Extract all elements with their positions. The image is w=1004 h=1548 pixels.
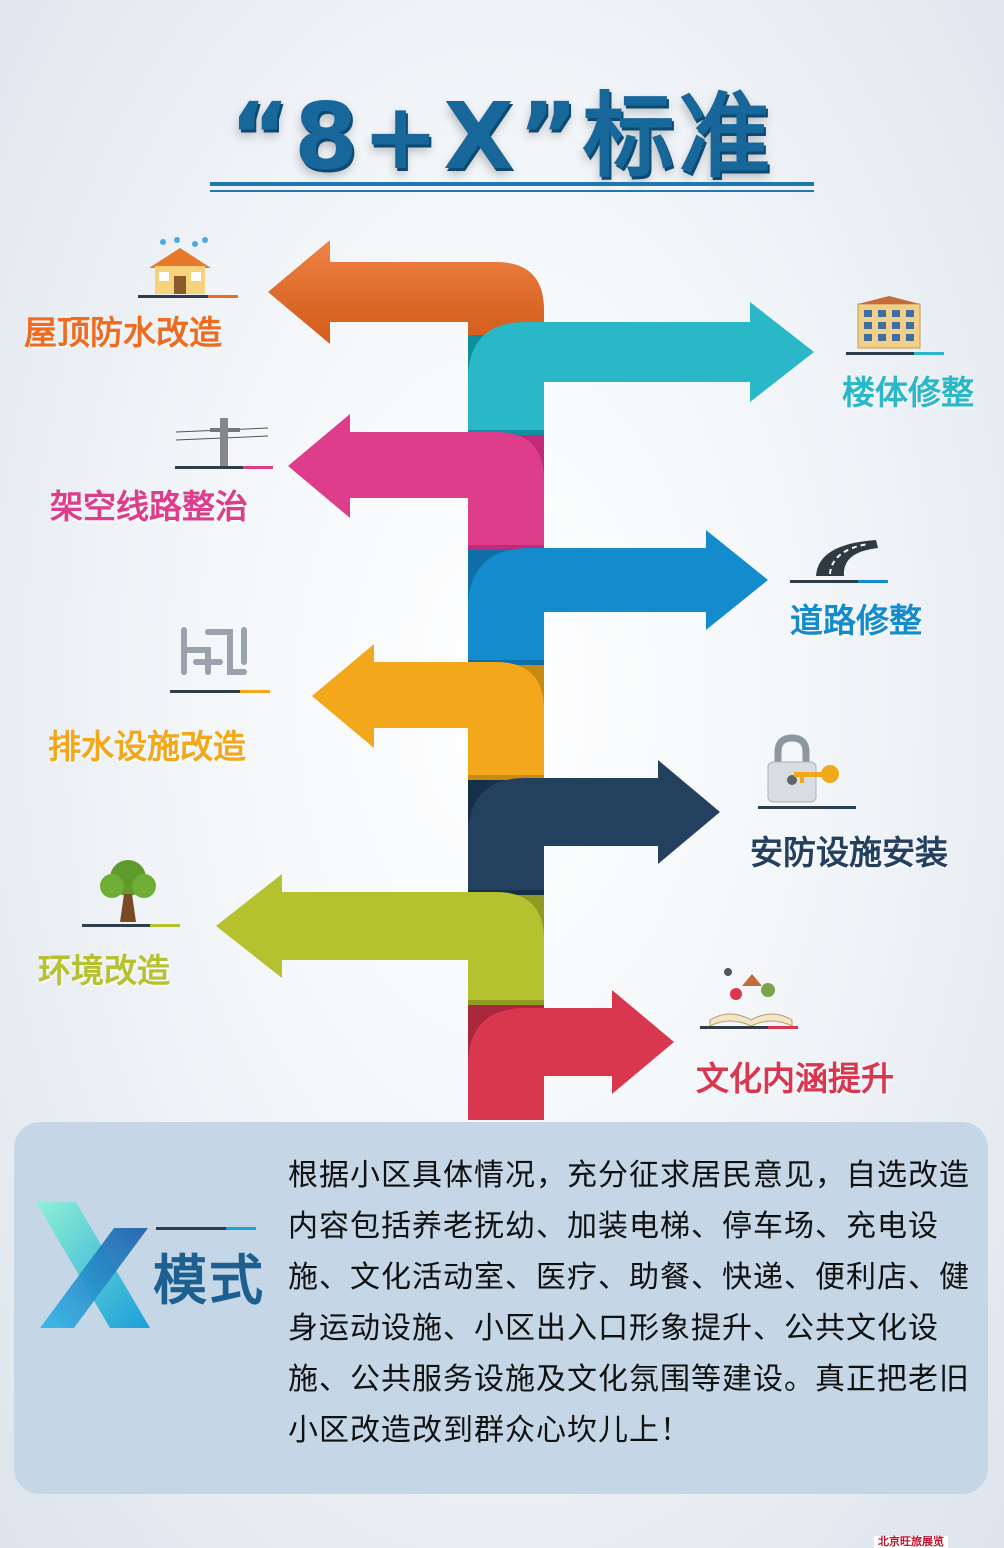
arrow-building-repair	[468, 302, 814, 430]
x-mode-label: 模式	[153, 1249, 265, 1312]
label-culture: 文化内涵提升	[696, 1059, 894, 1098]
house-icon	[143, 236, 217, 302]
watermark: 北京旺旅展览	[874, 1536, 948, 1548]
arrow-environment	[216, 874, 544, 1000]
label-security-facilities: 安防设施安装	[750, 833, 948, 872]
open-book-icon	[706, 964, 796, 1034]
padlock-key-icon	[764, 734, 844, 810]
roof-icon-rule	[138, 295, 238, 298]
utility-pole-icon	[175, 418, 269, 472]
book-icon-rule	[700, 1026, 798, 1029]
label-road-repair: 道路修整	[790, 601, 922, 640]
arrow-culture	[468, 990, 674, 1120]
x-mode-panel	[14, 1122, 988, 1494]
x-mode-description: 根据小区具体情况，充分征求居民意见，自选改造内容包括养老抚幼、加装电梯、停车场、…	[288, 1158, 970, 1448]
arrow-flow-diagram	[216, 240, 814, 1120]
security-icon-rule	[758, 806, 856, 809]
title-underline-thin	[210, 190, 814, 192]
x-mode-rule	[156, 1227, 256, 1230]
tree-icon	[96, 858, 160, 928]
lines-icon-rule	[175, 466, 273, 469]
pipes-icon	[178, 622, 250, 688]
title-underline	[210, 182, 814, 186]
label-environment: 环境改造	[38, 951, 170, 990]
arrow-overhead-lines	[288, 414, 544, 545]
label-drainage: 排水设施改造	[48, 727, 246, 766]
x-logo-icon	[30, 1198, 156, 1336]
arrow-security-facilities	[468, 760, 720, 890]
page-title: “8+X”标准	[229, 83, 775, 190]
building-icon-rule	[846, 352, 944, 355]
label-roof-waterproofing: 屋顶防水改造	[24, 313, 222, 352]
label-building-repair: 楼体修整	[842, 373, 974, 412]
arrow-drainage	[312, 644, 544, 775]
road-icon	[812, 536, 882, 584]
drainage-icon-rule	[170, 690, 270, 693]
building-icon	[854, 294, 924, 356]
road-icon-rule	[790, 580, 888, 583]
tree-icon-rule	[82, 924, 180, 927]
label-overhead-lines: 架空线路整治	[50, 487, 248, 526]
arrow-road-repair	[468, 530, 768, 660]
